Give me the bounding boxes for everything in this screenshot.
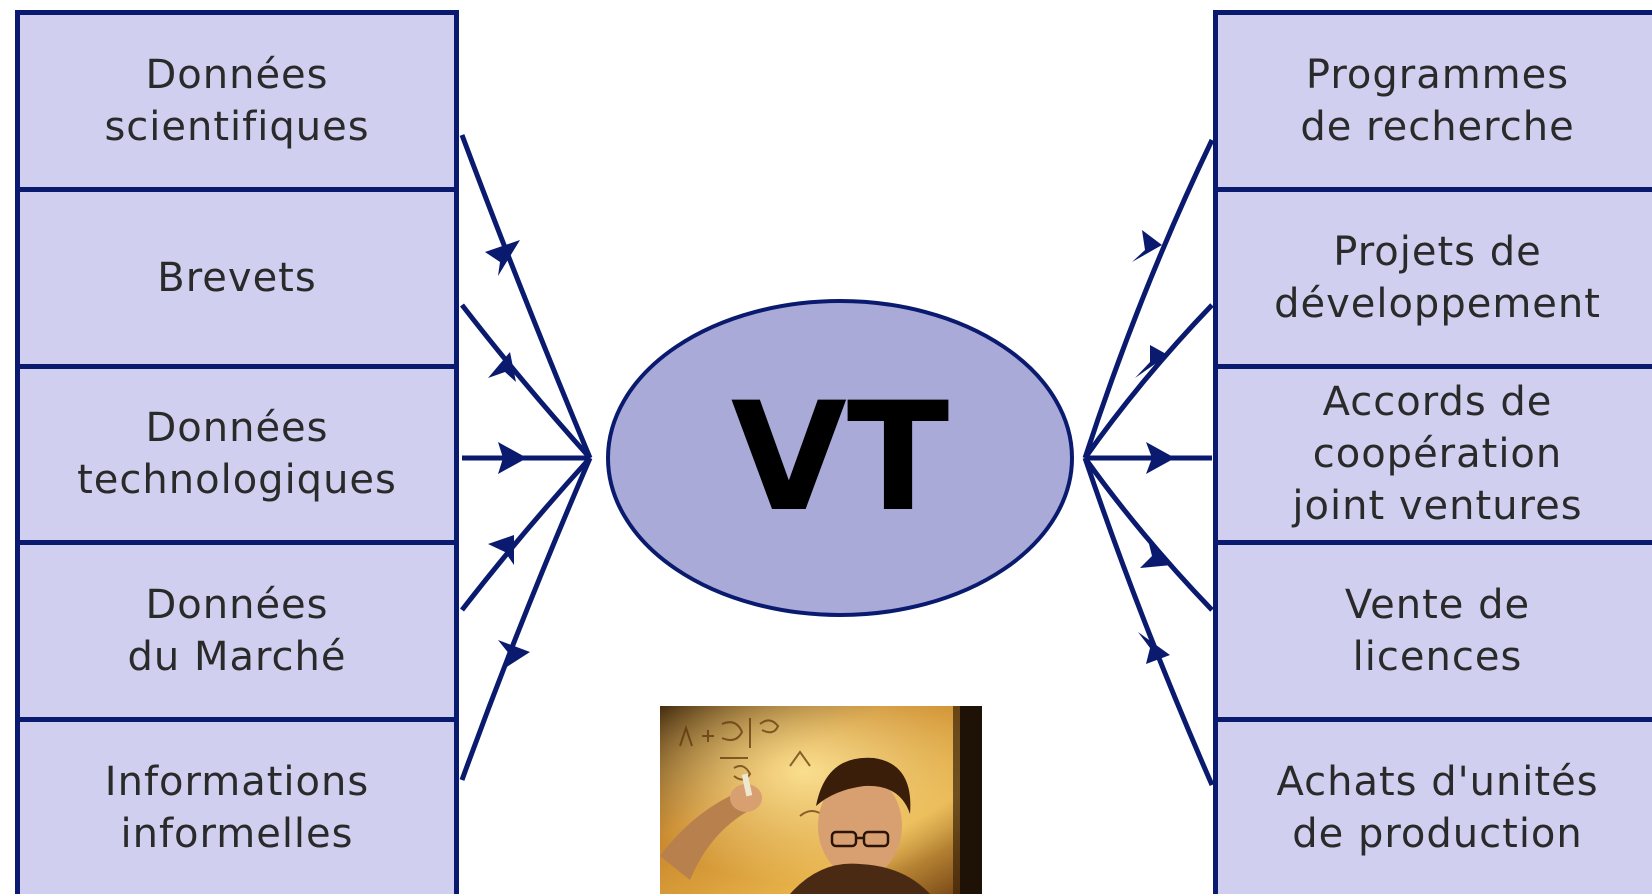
output-box-label: Programmes de recherche (1300, 51, 1575, 150)
connector-line (460, 456, 592, 612)
input-box-market-data: Données du Marché (15, 540, 459, 723)
center-label: VT (731, 371, 949, 545)
right-arrowheads (1132, 230, 1175, 664)
input-box-patents: Brevets (15, 186, 459, 369)
input-box-informal-information: Informations informelles (15, 717, 459, 894)
connector-line (459, 457, 593, 781)
output-box-label: Accords de coopération joint ventures (1292, 379, 1583, 530)
arrowhead-icon (488, 535, 514, 565)
connector-line (1082, 303, 1214, 460)
arrowhead-icon (498, 442, 527, 474)
scientist-writing-on-glass-board-photo-icon (660, 706, 982, 894)
left-arrowheads (485, 240, 530, 670)
arrowhead-icon (1138, 632, 1170, 664)
output-box-cooperation-agreements: Accords de coopération joint ventures (1213, 363, 1652, 546)
output-box-label: Projets de développement (1274, 228, 1601, 327)
connector-line (1082, 457, 1215, 786)
left-input-column: Données scientifiques Brevets Données te… (15, 10, 459, 894)
scientist-photo (660, 706, 982, 894)
connector-line (459, 134, 593, 459)
connector-line (1082, 456, 1214, 612)
input-box-label: Données technologiques (77, 405, 397, 504)
input-box-scientific-data: Données scientifiques (15, 10, 459, 192)
connector-line (460, 303, 592, 460)
connector-line (1082, 138, 1215, 459)
output-box-production-unit-purchases: Achats d'unités de production (1213, 717, 1652, 894)
output-box-license-sales: Vente de licences (1213, 540, 1652, 723)
arrowhead-icon (1132, 230, 1162, 262)
output-box-research-programs: Programmes de recherche (1213, 10, 1652, 192)
arrowhead-icon (498, 640, 530, 670)
input-box-label: Informations informelles (104, 759, 370, 858)
left-connectors (459, 134, 593, 781)
right-connectors (1082, 138, 1215, 786)
arrowhead-icon (1140, 540, 1172, 568)
input-box-label: Brevets (157, 254, 317, 301)
input-box-label: Données scientifiques (104, 51, 370, 150)
arrowhead-icon (1146, 442, 1175, 474)
center-ellipse (606, 299, 1074, 617)
output-box-development-projects: Projets de développement (1213, 186, 1652, 369)
arrowhead-icon (485, 240, 520, 276)
output-box-label: Achats d'unités de production (1276, 759, 1599, 858)
arrowhead-icon (488, 352, 516, 382)
arrowhead-icon (1135, 345, 1168, 378)
input-box-label: Données du Marché (127, 582, 347, 681)
output-box-label: Vente de licences (1344, 582, 1531, 681)
right-output-column: Programmes de recherche Projets de dével… (1213, 10, 1652, 894)
input-box-technological-data: Données technologiques (15, 363, 459, 546)
